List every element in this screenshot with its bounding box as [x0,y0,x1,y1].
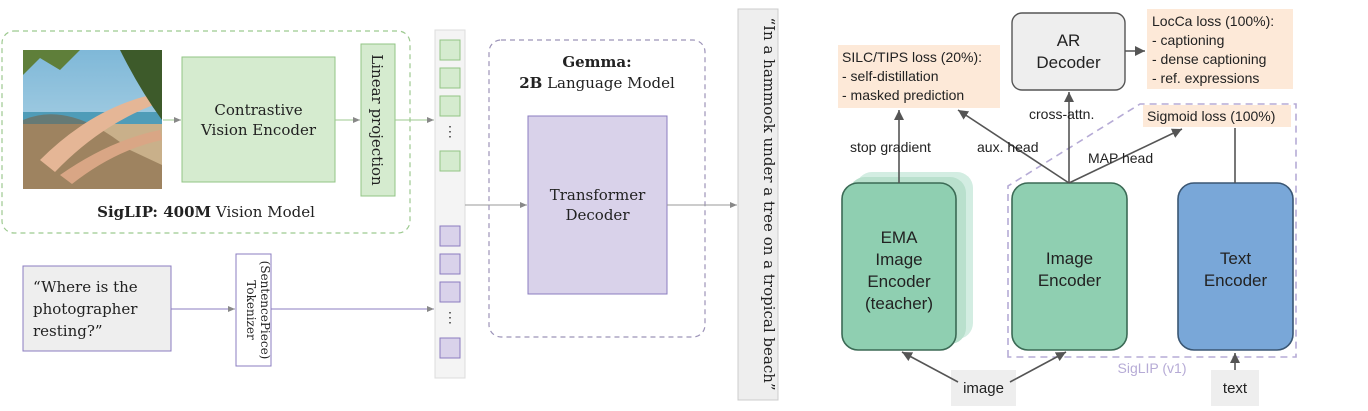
locca-loss-title: LocCa loss (100%): [1152,13,1274,29]
text-encoder-line2: Encoder [1204,271,1268,290]
ar-decoder-line1: AR [1057,31,1081,50]
image-encoder-line1: Image [1046,249,1093,268]
output-text: “In a hammock under a tree on a tropical… [760,17,778,390]
question-line1: “Where is the [33,278,138,296]
image-token [439,150,461,172]
silc-loss-title: SILC/TIPS loss (20%): [842,49,982,65]
label-cross-attn: cross-attn. [1029,106,1094,122]
transformer-decoder-line1: Transformer [550,186,646,204]
ema-encoder-line2: Image [875,250,922,269]
siglip-vision-group [1,30,411,234]
linear-projection-label: Linear projection [368,54,386,186]
siglip-caption: SigLIP: 400M Vision Model [97,203,315,221]
silc-loss-box [838,45,1000,108]
label-aux-head: aux. head [977,139,1039,155]
image-token [439,67,461,89]
tokenizer-line1: Tokenizer [244,280,258,340]
image-encoder-line2: Encoder [1038,271,1102,290]
image-token [439,39,461,61]
gemma-title: Gemma: [562,53,631,71]
silc-loss-item: - self-distillation [842,68,938,84]
ema-encoder-line1: EMA [881,228,919,247]
gemma-group [488,39,706,338]
sigmoid-loss-label: Sigmoid loss (100%) [1147,108,1275,124]
ar-decoder-box [1011,12,1126,91]
question-line2: photographer [33,300,138,318]
vision-encoder-line1: Contrastive [214,101,302,119]
beach-photo [23,50,162,189]
text-input-box [1211,370,1259,406]
transformer-decoder-line2: Decoder [566,206,631,224]
left-diagram: Contrastive Vision Encoder Linear projec… [1,8,779,401]
sigmoid-loss-box [1143,105,1291,127]
question-line3: resting?” [33,322,103,340]
tokenizer-line2: (SentencePiece) [258,261,272,360]
image-input-box [951,370,1016,406]
label-map-head: MAP head [1088,150,1153,166]
arrow-image-to-ema [901,351,959,383]
text-token [439,225,461,247]
arrow-image-to-sigmoid [1068,128,1183,184]
text-token [439,253,461,275]
locca-loss-item: - dense captioning [1152,51,1266,67]
locca-loss-box [1147,9,1293,89]
siglip-v1-region [1007,103,1297,358]
text-token [439,281,461,303]
gemma-subtitle: 2B Language Model [519,74,675,92]
right-diagram: SigLIP (v1) AR Decoder LocCa loss (100%)… [838,9,1297,406]
transformer-decoder-box [527,115,668,295]
ema-encoder-line4: (teacher) [865,294,933,313]
vision-encoder-box [181,56,336,183]
ema-encoder-line3: Encoder [867,272,931,291]
linear-projection-box [360,43,396,197]
arrow-image-to-image-encoder [1009,351,1067,383]
image-input-label: image [963,380,1004,397]
text-token [439,337,461,359]
output-box [737,8,779,401]
text-input-label: text [1223,380,1248,397]
text-encoder-line1: Text [1220,249,1251,268]
ar-decoder-line2: Decoder [1036,53,1101,72]
image-token [439,95,461,117]
locca-loss-item: - ref. expressions [1152,70,1259,86]
silc-loss-item: - masked prediction [842,87,964,103]
siglip-v1-label: SigLIP (v1) [1118,360,1187,376]
locca-loss-item: - captioning [1152,32,1224,48]
text-token-ellipsis: ⋮ [443,310,457,326]
label-stop-gradient: stop gradient [850,139,931,155]
vision-encoder-line2: Vision Encoder [200,121,317,139]
image-token-ellipsis: ⋮ [443,124,457,140]
tokenizer-box [235,253,272,367]
arrow-image-to-silc [957,109,1070,184]
question-box [22,265,172,352]
